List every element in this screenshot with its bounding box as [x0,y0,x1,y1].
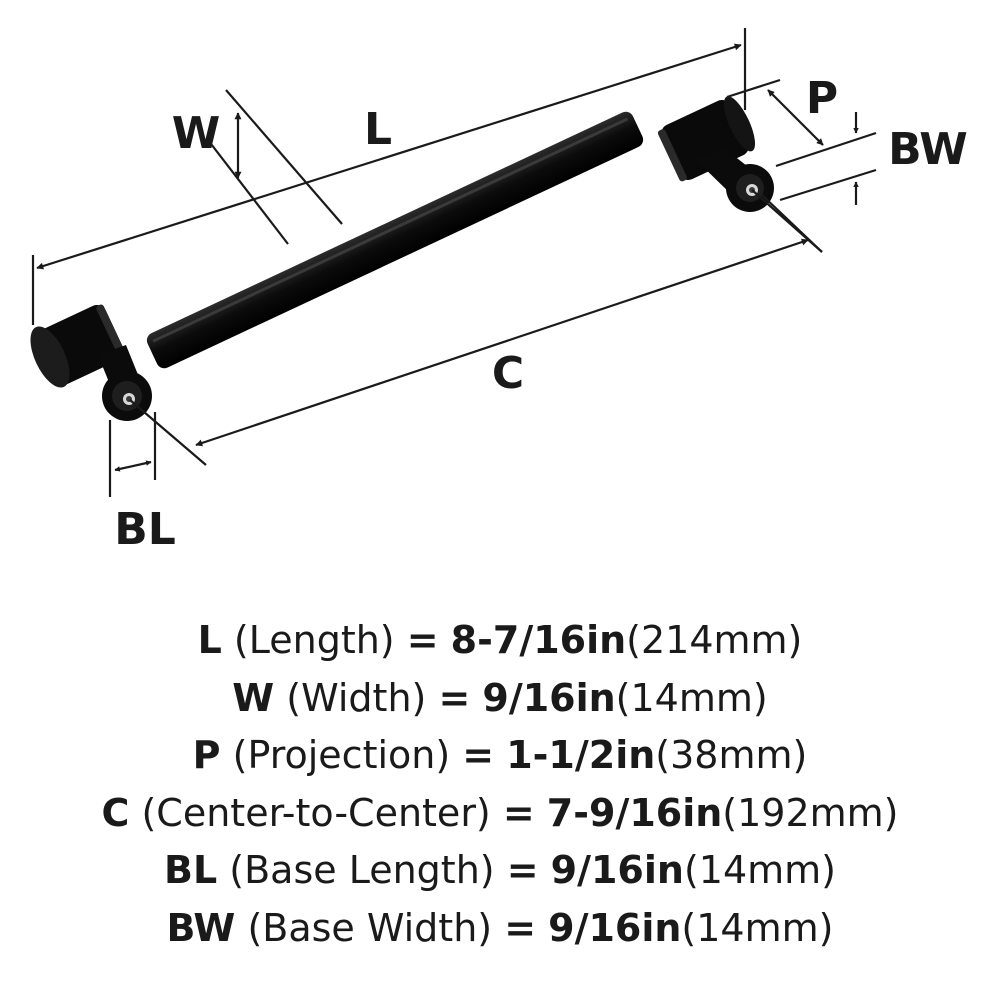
cabinet-pull-handle [30,96,774,421]
dimension-spec-list: L (Length) = 8-7/16in(214mm) W (Width) =… [0,612,1000,957]
label-W: W [172,108,221,159]
dimension-base-length: BL [108,412,176,555]
dimension-center-to-center: C [129,189,823,466]
spec-description: (Center-to-Center) [141,790,491,835]
label-BL: BL [114,504,176,555]
spec-description: (Projection) [232,733,451,777]
spec-projection: P (Projection) = 1-1/2in(38mm) [0,727,1000,785]
label-C: C [492,348,524,399]
label-BW: BW [888,124,968,175]
spec-description: (Base Width) [247,905,493,950]
spec-imperial: 9/16in [548,905,682,950]
spec-metric: (192mm) [722,790,899,835]
spec-equals: = [438,675,471,720]
spec-width: W (Width) = 9/16in(14mm) [0,670,1000,728]
spec-equals: = [502,790,535,835]
spec-equals: = [506,848,539,892]
spec-imperial: 9/16in [482,675,616,720]
spec-metric: (14mm) [683,848,836,892]
dimension-diagram: L W P BW C BL [30,28,968,555]
spec-metric: (214mm) [626,618,803,662]
spec-abbr: BW [166,905,236,950]
spec-center-to-center: C (Center-to-Center) = 7-9/16in(192mm) [0,785,1000,843]
spec-metric: (38mm) [655,733,808,777]
left-post [98,345,152,421]
spec-metric: (14mm) [681,905,834,950]
spec-imperial: 1-1/2in [506,733,656,777]
spec-abbr: W [232,675,275,720]
spec-equals: = [462,733,495,777]
dimension-base-width: BW [775,112,968,205]
left-end-face [30,326,70,388]
dimension-width: W [172,89,343,245]
spec-abbr: P [192,733,221,777]
right-post [694,148,774,212]
spec-equals: = [504,905,537,950]
spec-equals: = [406,618,439,662]
spec-length: L (Length) = 8-7/16in(214mm) [0,612,1000,670]
spec-abbr: L [197,618,222,662]
spec-imperial: 9/16in [550,848,684,892]
spec-imperial: 8-7/16in [450,618,627,662]
spec-abbr: C [101,790,130,835]
dimension-projection: P [726,73,838,253]
label-L: L [364,104,392,155]
spec-imperial: 7-9/16in [546,790,723,835]
spec-abbr: BL [164,848,218,892]
spec-description: (Base Length) [229,848,495,892]
spec-description: (Length) [233,618,395,662]
label-P: P [806,73,838,124]
spec-metric: (14mm) [615,675,768,720]
spec-base-width: BW (Base Width) = 9/16in(14mm) [0,900,1000,958]
spec-base-length: BL (Base Length) = 9/16in(14mm) [0,842,1000,900]
dimension-length: L [31,28,747,325]
spec-description: (Width) [286,675,427,720]
